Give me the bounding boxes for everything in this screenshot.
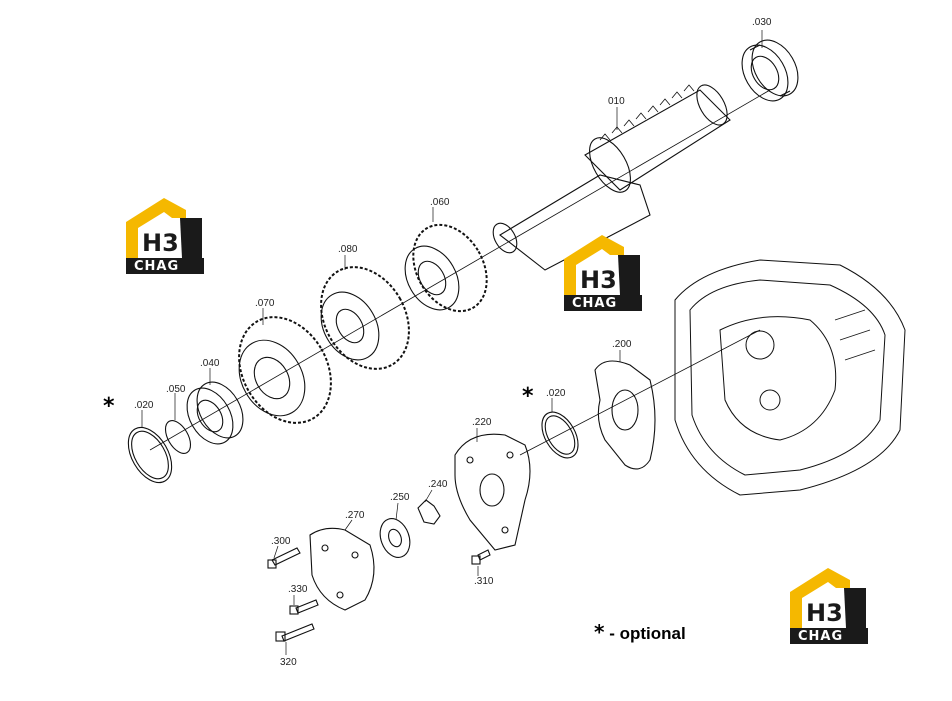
leader-lines <box>141 30 763 655</box>
part-label-220: .220 <box>472 417 492 428</box>
part-label-010: 010 <box>608 96 625 107</box>
part-label-250: .250 <box>390 492 410 503</box>
shim-020-right <box>541 411 579 459</box>
part-label-020-right: .020 <box>546 388 566 399</box>
watermark-logo-2: H3 CHAG <box>560 233 644 313</box>
part-label-060: .060 <box>430 197 450 208</box>
bolt-300 <box>267 547 301 569</box>
part-label-300: .300 <box>271 536 291 547</box>
rotor-250 <box>379 518 411 558</box>
part-label-030: .030 <box>752 17 772 28</box>
watermark-logo-3: H3 CHAG <box>786 566 870 646</box>
part-label-050: .050 <box>166 384 186 395</box>
bearing-030 <box>741 39 799 102</box>
gear-070 <box>238 316 332 424</box>
gasket-200 <box>594 360 656 470</box>
bearing-040 <box>186 381 244 445</box>
part-label-240: .240 <box>428 479 448 490</box>
logo-text-bottom: CHAG <box>798 629 844 644</box>
bolt-310 <box>471 549 491 565</box>
cover-220 <box>454 433 531 551</box>
transmission-housing <box>674 259 906 496</box>
gear-240 <box>417 499 441 525</box>
part-label-310: .310 <box>474 576 494 587</box>
logo-text-top: H3 <box>580 266 617 294</box>
part-label-070: .070 <box>255 298 275 309</box>
optional-marker-right: * <box>522 384 534 409</box>
part-label-080: .080 <box>338 244 358 255</box>
bolt-330 <box>289 599 319 615</box>
logo-text-top: H3 <box>142 229 179 257</box>
part-label-200: .200 <box>612 339 632 350</box>
bolt-320 <box>275 623 315 642</box>
plate-270 <box>309 527 375 611</box>
shim-020-left <box>127 426 173 484</box>
main-axis-line <box>149 89 771 451</box>
optional-marker-left: * <box>103 394 115 419</box>
logo-text-top: H3 <box>806 599 843 627</box>
legend-text: - optional <box>609 624 686 643</box>
legend: * - optional <box>594 620 686 644</box>
logo-text-bottom: CHAG <box>134 259 180 274</box>
cover-axis-line <box>519 329 761 456</box>
watermark-logo-1: H3 CHAG <box>122 196 206 276</box>
logo-text-bottom: CHAG <box>572 296 618 311</box>
part-label-040: .040 <box>200 358 220 369</box>
part-label-330: .330 <box>288 584 308 595</box>
part-label-270: .270 <box>345 510 365 521</box>
gear-080 <box>320 266 410 370</box>
gear-060 <box>404 223 488 313</box>
part-label-320: 320 <box>280 657 297 668</box>
snap-ring-050 <box>164 420 192 454</box>
part-label-020-left: .020 <box>134 400 154 411</box>
legend-symbol: * <box>594 620 605 644</box>
